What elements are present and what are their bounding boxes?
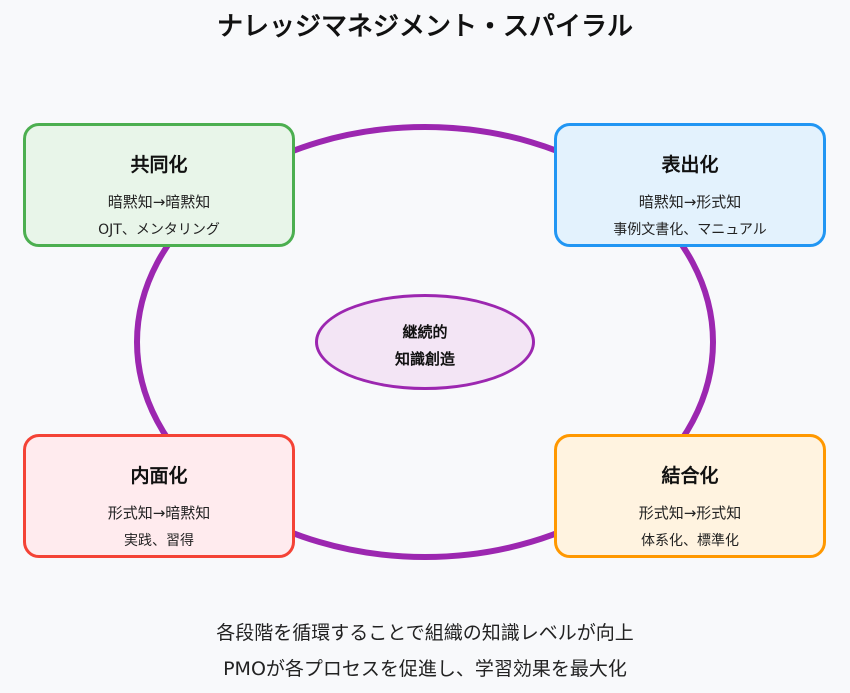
- footer-note-2: PMOが各プロセスを促進し、学習効果を最大化: [223, 658, 627, 680]
- quadrant-conversion: 暗黙知→暗黙知: [107, 193, 211, 211]
- footer-note-1: 各段階を循環することで組織の知識レベルが向上: [216, 622, 634, 644]
- quadrant-combination: 結合化 形式知→形式知 体系化、標準化: [554, 434, 826, 558]
- center-label-line1: 継続的: [402, 323, 448, 341]
- quadrant-socialization: 共同化 暗黙知→暗黙知 OJT、メンタリング: [23, 123, 295, 247]
- quadrant-examples: 事例文書化、マニュアル: [613, 222, 767, 238]
- quadrant-examples: OJT、メンタリング: [98, 222, 220, 238]
- spiral-ring-path: [134, 124, 716, 560]
- quadrant-title: 表出化: [661, 154, 719, 176]
- center-node: 継続的 知識創造: [315, 294, 535, 390]
- quadrant-examples: 実践、習得: [124, 533, 194, 549]
- quadrant-title: 結合化: [661, 465, 719, 487]
- quadrant-conversion: 形式知→形式知: [638, 504, 742, 522]
- quadrant-title: 内面化: [130, 465, 188, 487]
- center-label-line2: 知識創造: [394, 350, 455, 368]
- quadrant-internalization: 内面化 形式知→暗黙知 実践、習得: [23, 434, 295, 558]
- quadrant-externalization: 表出化 暗黙知→形式知 事例文書化、マニュアル: [554, 123, 826, 247]
- quadrant-title: 共同化: [130, 154, 188, 176]
- diagram-title: ナレッジマネジメント・スパイラル: [216, 12, 633, 42]
- quadrant-conversion: 暗黙知→形式知: [638, 193, 742, 211]
- quadrant-conversion: 形式知→暗黙知: [107, 504, 211, 522]
- quadrant-examples: 体系化、標準化: [641, 533, 739, 549]
